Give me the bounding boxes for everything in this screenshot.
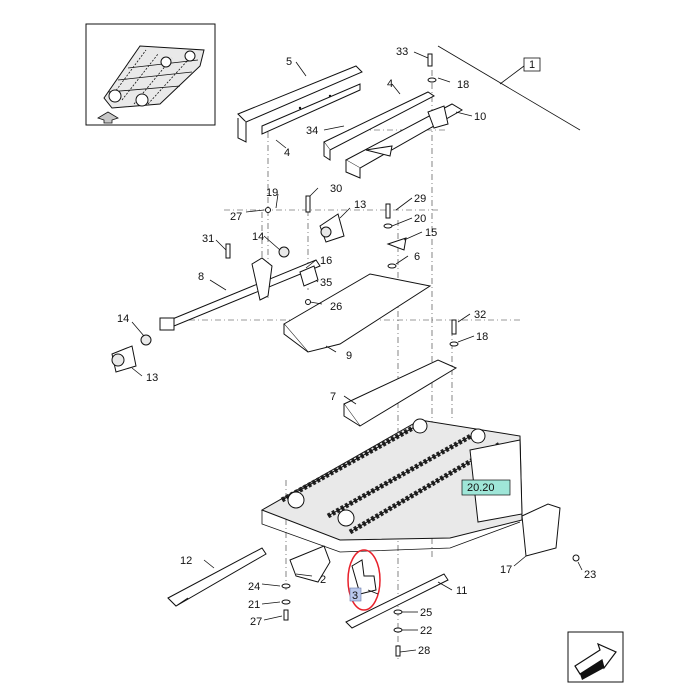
callout-18-top[interactable]: 18 (457, 79, 469, 91)
callout-34[interactable]: 34 (306, 125, 318, 137)
callout-10[interactable]: 10 (474, 111, 486, 123)
callout-26[interactable]: 26 (330, 301, 342, 313)
wear-strip-11 (345, 573, 449, 629)
block-16 (299, 265, 319, 287)
bottom-hardware (281, 583, 403, 657)
callout-19[interactable]: 19 (266, 187, 278, 199)
callout-2[interactable]: 2 (320, 574, 326, 586)
callout-20[interactable]: 20 (414, 213, 426, 225)
callout-labels: 1 2 3 4 4 5 6 7 8 9 10 11 12 13 13 14 14… (117, 46, 596, 657)
highlight-part-3[interactable] (347, 549, 381, 611)
guide-plate-7 (343, 359, 458, 427)
callout-13-upper[interactable]: 13 (354, 199, 366, 211)
callout-1[interactable]: 1 (529, 59, 535, 71)
callout-28[interactable]: 28 (418, 645, 430, 657)
callout-32[interactable]: 32 (474, 309, 486, 321)
leader-lines (131, 51, 583, 653)
small-hardware (225, 53, 459, 347)
callout-8[interactable]: 8 (198, 271, 204, 283)
callout-22[interactable]: 22 (420, 625, 432, 637)
bearing-housing-13-upper (319, 213, 345, 243)
callout-11[interactable]: 11 (456, 585, 467, 597)
bearing-housing-13-lower (111, 345, 137, 373)
bushing-14-lower (140, 334, 152, 346)
callout-35[interactable]: 35 (320, 277, 332, 289)
callout-17[interactable]: 17 (500, 564, 512, 576)
callout-13-lower[interactable]: 13 (146, 372, 158, 384)
callout-4-right[interactable]: 4 (387, 78, 393, 90)
drive-shaft-8 (159, 257, 321, 331)
assembly-bracket (437, 45, 581, 131)
reference-tag-text: 20.20 (467, 482, 495, 494)
callout-18-mid[interactable]: 18 (476, 331, 488, 343)
callout-24[interactable]: 24 (248, 581, 260, 593)
callout-6[interactable]: 6 (414, 251, 420, 263)
callout-15[interactable]: 15 (425, 227, 437, 239)
callout-9[interactable]: 9 (346, 350, 352, 362)
guide-rail-4-upper (323, 91, 435, 161)
guide-rail-5 (237, 65, 363, 143)
reference-tag[interactable]: 20.20 (461, 479, 511, 496)
callout-3[interactable]: 3 (352, 590, 358, 602)
guide-plate-9 (283, 273, 432, 353)
callout-4-left[interactable]: 4 (284, 147, 290, 159)
callout-29[interactable]: 29 (414, 193, 426, 205)
callout-14-upper[interactable]: 14 (252, 231, 264, 243)
deflector-2 (289, 545, 331, 583)
callout-16[interactable]: 16 (320, 255, 332, 267)
callout-27-lower[interactable]: 27 (250, 616, 262, 628)
overview-thumbnail-icon[interactable] (85, 23, 216, 126)
side-bracket-17 (521, 503, 580, 562)
callout-25[interactable]: 25 (420, 607, 432, 619)
callout-14-lower[interactable]: 14 (117, 313, 129, 325)
callout-7[interactable]: 7 (330, 391, 336, 403)
callout-27-upper[interactable]: 27 (230, 211, 242, 223)
wear-strip-12 (167, 547, 267, 607)
bracket-3 (351, 559, 377, 595)
next-page-arrow-icon[interactable] (567, 631, 624, 683)
bushing-14-upper (278, 246, 290, 258)
callout-23[interactable]: 23 (584, 569, 596, 581)
callout-31[interactable]: 31 (202, 233, 214, 245)
callout-5[interactable]: 5 (286, 56, 292, 68)
callout-33[interactable]: 33 (396, 46, 408, 58)
callout-12[interactable]: 12 (180, 555, 192, 567)
bracket-rail-10 (344, 103, 463, 179)
callout-30[interactable]: 30 (330, 183, 342, 195)
callout-21[interactable]: 21 (248, 599, 260, 611)
